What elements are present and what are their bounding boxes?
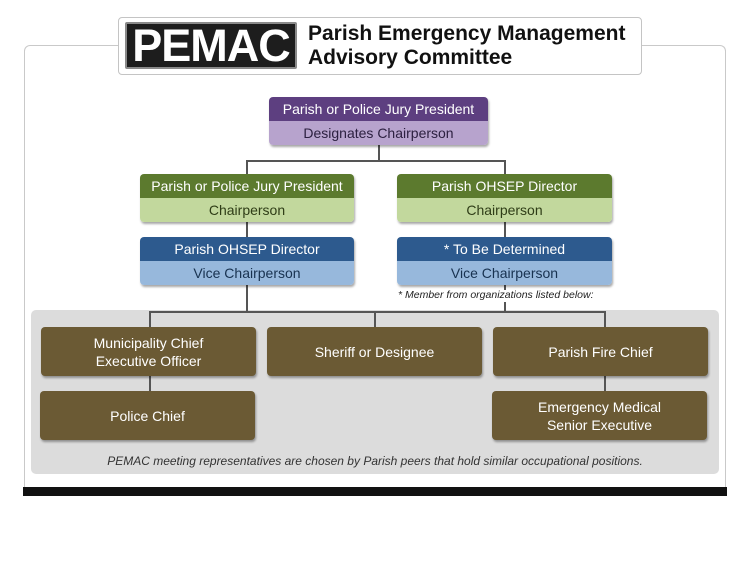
pemac-logo: PEMAC xyxy=(125,22,297,69)
box-title: Parish or Police Jury President xyxy=(140,174,354,198)
box-sheriff: Sheriff or Designee xyxy=(267,327,482,376)
connector-to-fire-chief xyxy=(604,311,606,327)
connector-to-municipality xyxy=(149,311,151,327)
box-role: Chairperson xyxy=(397,198,612,222)
member-note: * Member from organizations listed below… xyxy=(398,289,594,301)
box-role: Vice Chairperson xyxy=(397,261,612,285)
connector-left-chair-vice xyxy=(246,221,248,237)
box-line1: Emergency Medical xyxy=(538,398,661,415)
box-title: * To Be Determined xyxy=(397,237,612,261)
box-police-chief: Police Chief xyxy=(40,391,255,440)
box-line2: Senior Executive xyxy=(546,416,653,433)
box-role: Chairperson xyxy=(140,198,354,222)
box-ems-executive: Emergency Medical Senior Executive xyxy=(492,391,707,440)
connector-right-vice-down-2 xyxy=(504,302,506,312)
header-title-line2: Advisory Committee xyxy=(308,46,513,69)
box-title: Parish or Police Jury President xyxy=(269,97,488,121)
box-fire-chief: Parish Fire Chief xyxy=(493,327,708,376)
box-municipality-ceo: Municipality Chief Executive Officer xyxy=(41,327,256,376)
connector-right-vice-down xyxy=(504,284,506,290)
connector-to-sheriff xyxy=(374,311,376,327)
bottom-bar xyxy=(23,487,727,496)
box-ohsep-vice-chairperson: Parish OHSEP Director Vice Chairperson xyxy=(140,237,354,285)
connector-to-police-chief xyxy=(149,376,151,391)
box-jury-president-designates: Parish or Police Jury President Designat… xyxy=(269,97,488,145)
connector-top-down xyxy=(378,145,380,161)
box-title: Parish OHSEP Director xyxy=(397,174,612,198)
connector-top-horizontal xyxy=(246,160,506,162)
box-line1: Municipality Chief xyxy=(93,334,204,351)
footnote: PEMAC meeting representatives are chosen… xyxy=(107,454,643,468)
connector-to-ems xyxy=(604,376,606,391)
box-role: Vice Chairperson xyxy=(140,261,354,285)
box-line2: Executive Officer xyxy=(95,352,202,369)
box-role: Designates Chairperson xyxy=(269,121,488,145)
box-title: Parish OHSEP Director xyxy=(140,237,354,261)
box-ohsep-chairperson: Parish OHSEP Director Chairperson xyxy=(397,174,612,222)
connector-to-left-chair xyxy=(246,160,248,174)
box-jury-president-chairperson: Parish or Police Jury President Chairper… xyxy=(140,174,354,222)
connector-to-right-chair xyxy=(504,160,506,174)
header-title: Parish Emergency Management Advisory Com… xyxy=(308,22,642,70)
header-title-line1: Parish Emergency Management xyxy=(308,22,626,45)
box-tbd-vice-chairperson: * To Be Determined Vice Chairperson xyxy=(397,237,612,285)
connector-left-vice-down xyxy=(246,284,248,312)
connector-right-chair-vice xyxy=(504,221,506,237)
connector-members-horizontal xyxy=(149,311,606,313)
